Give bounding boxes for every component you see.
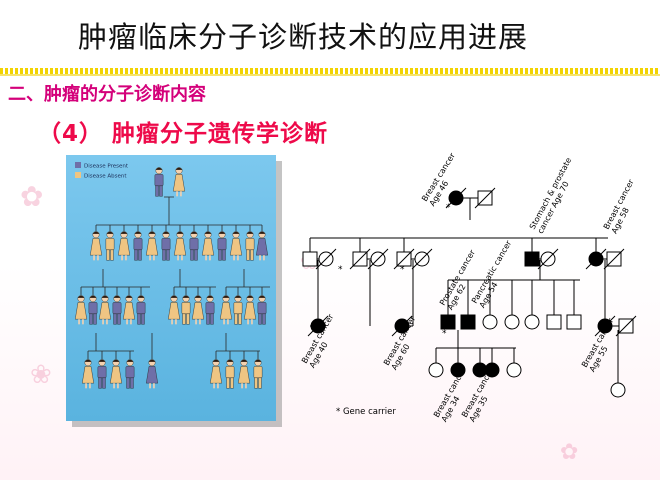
male-figure-icon (245, 231, 255, 261)
male-square-symbol (603, 248, 625, 270)
female-figure-icon (192, 295, 204, 325)
female-circle-symbol (504, 314, 520, 330)
female-figure-icon (123, 295, 135, 325)
pedigree-lines (80, 196, 270, 359)
subsection-heading: （4） 肿瘤分子遗传学诊断 (38, 121, 329, 147)
female-circle-symbol (594, 315, 616, 337)
female-circle-symbol (315, 248, 337, 270)
male-square-symbol (440, 314, 456, 330)
male-figure-icon (257, 295, 267, 325)
male-figure-icon (233, 295, 243, 325)
pedigree-chart-symbols: * * * * (302, 187, 637, 398)
legend-swatch-absent (75, 172, 81, 178)
male-figure-icon (88, 295, 98, 325)
female-figure-icon (99, 295, 111, 325)
male-figure-icon (181, 295, 191, 325)
legend-label-absent: Disease Absent (84, 174, 127, 180)
female-figure-icon (146, 231, 158, 261)
male-figure-icon (125, 359, 135, 389)
male-square-symbol (615, 315, 637, 337)
gene-carrier-marker: * (446, 203, 451, 213)
female-circle-symbol (411, 248, 433, 270)
male-square-symbol (393, 248, 415, 270)
legend: Disease Present Disease Absent (75, 162, 129, 180)
female-figure-icon (82, 359, 94, 389)
female-figure-icon (75, 295, 87, 325)
female-circle-symbol (524, 314, 540, 330)
male-figure-icon (154, 167, 164, 197)
male-figure-icon (189, 231, 199, 261)
pedigree-chart: * * * * Breast cancerAge 46 Stomach & prost… (300, 151, 644, 424)
female-circle-symbol (428, 362, 444, 378)
male-figure-icon (161, 231, 171, 261)
male-square-symbol (524, 251, 540, 267)
female-circle-symbol (450, 362, 466, 378)
female-figure-icon (256, 231, 268, 261)
legend-swatch-present (75, 162, 81, 168)
title-divider (0, 68, 660, 74)
family-pedigree-illustration: Disease Present Disease Absent (66, 155, 282, 427)
pedigree-chart-lines (309, 197, 626, 384)
decorative-flower-icon: ❀ (30, 360, 52, 390)
female-circle-symbol (482, 314, 498, 330)
female-circle-symbol (537, 248, 559, 270)
female-circle-symbol (445, 187, 467, 209)
slide-title: 肿瘤临床分子诊断技术的应用进展 (78, 20, 529, 54)
female-figure-icon (244, 295, 256, 325)
title-divider-line (0, 74, 660, 76)
male-figure-icon (205, 295, 215, 325)
female-figure-icon (173, 167, 185, 197)
gene-carrier-note: * Gene carrier (336, 407, 396, 417)
pedigree-people (75, 167, 268, 389)
female-figure-icon (210, 359, 222, 389)
male-figure-icon (217, 231, 227, 261)
pedigree-chart-labels: Breast cancerAge 46 Stomach & prostateca… (300, 151, 644, 424)
decorative-flower-icon: ✿ (20, 180, 44, 213)
male-figure-icon (97, 359, 107, 389)
female-figure-icon (202, 231, 214, 261)
female-figure-icon (118, 231, 130, 261)
male-square-symbol (546, 314, 562, 330)
female-figure-icon (110, 359, 122, 389)
male-square-symbol (302, 251, 318, 267)
male-figure-icon (225, 359, 235, 389)
male-square-symbol (474, 187, 496, 209)
decorative-flower-icon: ✿ (560, 440, 579, 465)
female-circle-symbol (610, 382, 626, 398)
male-square-symbol (460, 314, 476, 330)
label-stomach-prostate-70: Stomach & prostatecancer Age 70 (528, 156, 581, 235)
section-heading: 二、肿瘤的分子诊断内容 (8, 84, 206, 105)
female-figure-icon (230, 231, 242, 261)
male-figure-icon (133, 231, 143, 261)
male-figure-icon (105, 231, 115, 261)
male-square-symbol (566, 314, 582, 330)
male-figure-icon (136, 295, 146, 325)
female-circle-symbol (585, 248, 607, 270)
female-circle-symbol (506, 362, 522, 378)
female-circle-symbol (391, 315, 413, 337)
male-square-symbol (349, 248, 371, 270)
female-figure-icon (146, 359, 158, 389)
male-figure-icon (253, 359, 263, 389)
female-figure-icon (220, 295, 232, 325)
gene-carrier-marker: * (442, 329, 447, 339)
female-circle-symbol (484, 362, 500, 378)
female-figure-icon (174, 231, 186, 261)
gene-carrier-marker: * (338, 265, 343, 275)
male-figure-icon (112, 295, 122, 325)
label-pancreatic-54: Pancreatic cancerAge 54 (470, 238, 521, 309)
female-circle-symbol (307, 315, 329, 337)
female-figure-icon (168, 295, 180, 325)
female-figure-icon (238, 359, 250, 389)
label-breast-58: Breast cancerAge 58 (602, 177, 644, 235)
female-figure-icon (90, 231, 102, 261)
female-circle-symbol (367, 248, 389, 270)
gene-carrier-marker: * (400, 265, 405, 275)
legend-label-present: Disease Present (84, 164, 129, 170)
